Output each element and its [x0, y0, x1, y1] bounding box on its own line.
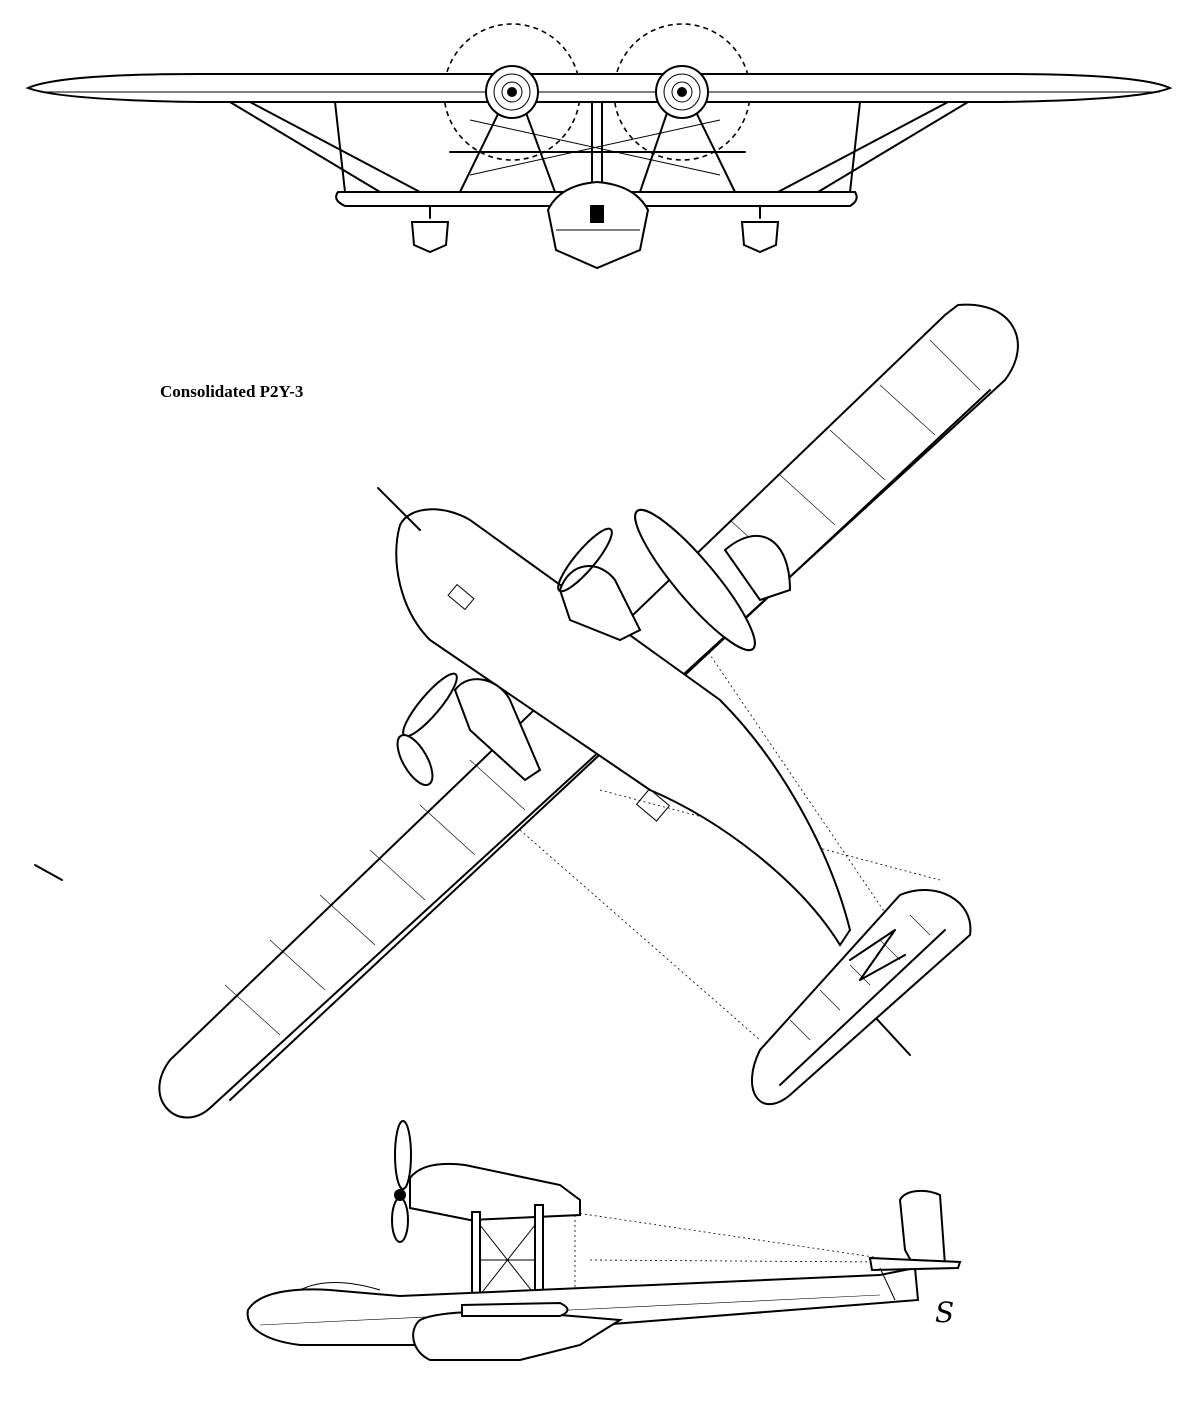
side-propeller [391, 1120, 412, 1243]
right-engine-front [655, 65, 709, 119]
side-engine-nacelle [409, 1162, 581, 1222]
front-struts [229, 101, 969, 193]
left-wingtip-float [410, 205, 450, 254]
left-engine-front [485, 65, 539, 119]
side-view: S [246, 1120, 962, 1361]
top-right-engine [557, 508, 792, 652]
top-tailplane [750, 889, 972, 1106]
side-float [412, 1310, 624, 1361]
front-upper-wing [25, 73, 1173, 103]
artist-signature: S [935, 1296, 954, 1329]
aircraft-title: Consolidated P2Y-3 [160, 382, 304, 401]
front-hull [546, 180, 650, 270]
top-left-engine [396, 672, 542, 786]
right-wingtip-float [740, 205, 780, 254]
side-tail [868, 1189, 962, 1301]
top-hull [377, 487, 911, 1056]
front-view [25, 23, 1173, 270]
top-view [158, 303, 1019, 1119]
